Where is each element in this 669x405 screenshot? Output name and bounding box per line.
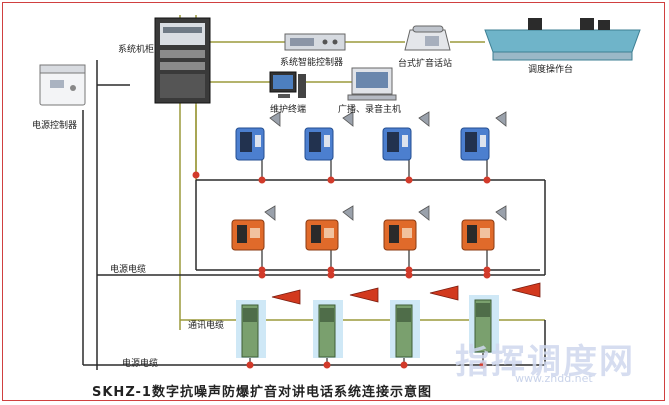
system-cabinet-icon [154,17,211,104]
watermark-url: www.zhdd.net [515,372,593,385]
maintenance-terminal-icon [269,71,306,98]
diagram-caption: SKHZ-1数字抗噪声防爆扩音对讲电话系统连接示意图 [92,385,432,400]
diagram-frame [2,2,665,401]
explosion-proof-phone-icons [231,219,495,251]
label-power-controller: 电源控制器 [32,121,78,131]
backbone-wires [179,15,545,330]
device-drops [249,160,488,365]
broadcast-host-icon [347,67,397,101]
power-controller-icon [39,64,86,106]
label-broadcast-host: 广播、录音主机 [338,105,402,115]
label-comm-cable: 通讯电缆 [188,321,225,331]
column-station-icons [236,295,499,358]
dispatch-console-icon [484,18,641,61]
smart-controller-icon [284,33,346,51]
label-desk-phone: 台式扩音话站 [398,59,453,69]
desk-phone-icon [404,25,451,51]
label-dispatch-console: 调度操作台 [528,65,574,75]
watermark-main: 指挥调度网 [455,342,635,382]
label-system-cabinet: 系统机柜 [118,45,155,55]
power-wires [82,60,546,370]
label-smart-controller: 系统智能控制器 [280,58,344,68]
label-power-cable-2: 电源电缆 [122,359,159,369]
horn-icons-upper [264,111,507,221]
wall-phone-icons [235,127,490,161]
label-power-cable-1: 电源电缆 [110,265,147,275]
label-maintenance-terminal: 维护终端 [270,105,307,115]
red-horn-icons [271,282,541,305]
